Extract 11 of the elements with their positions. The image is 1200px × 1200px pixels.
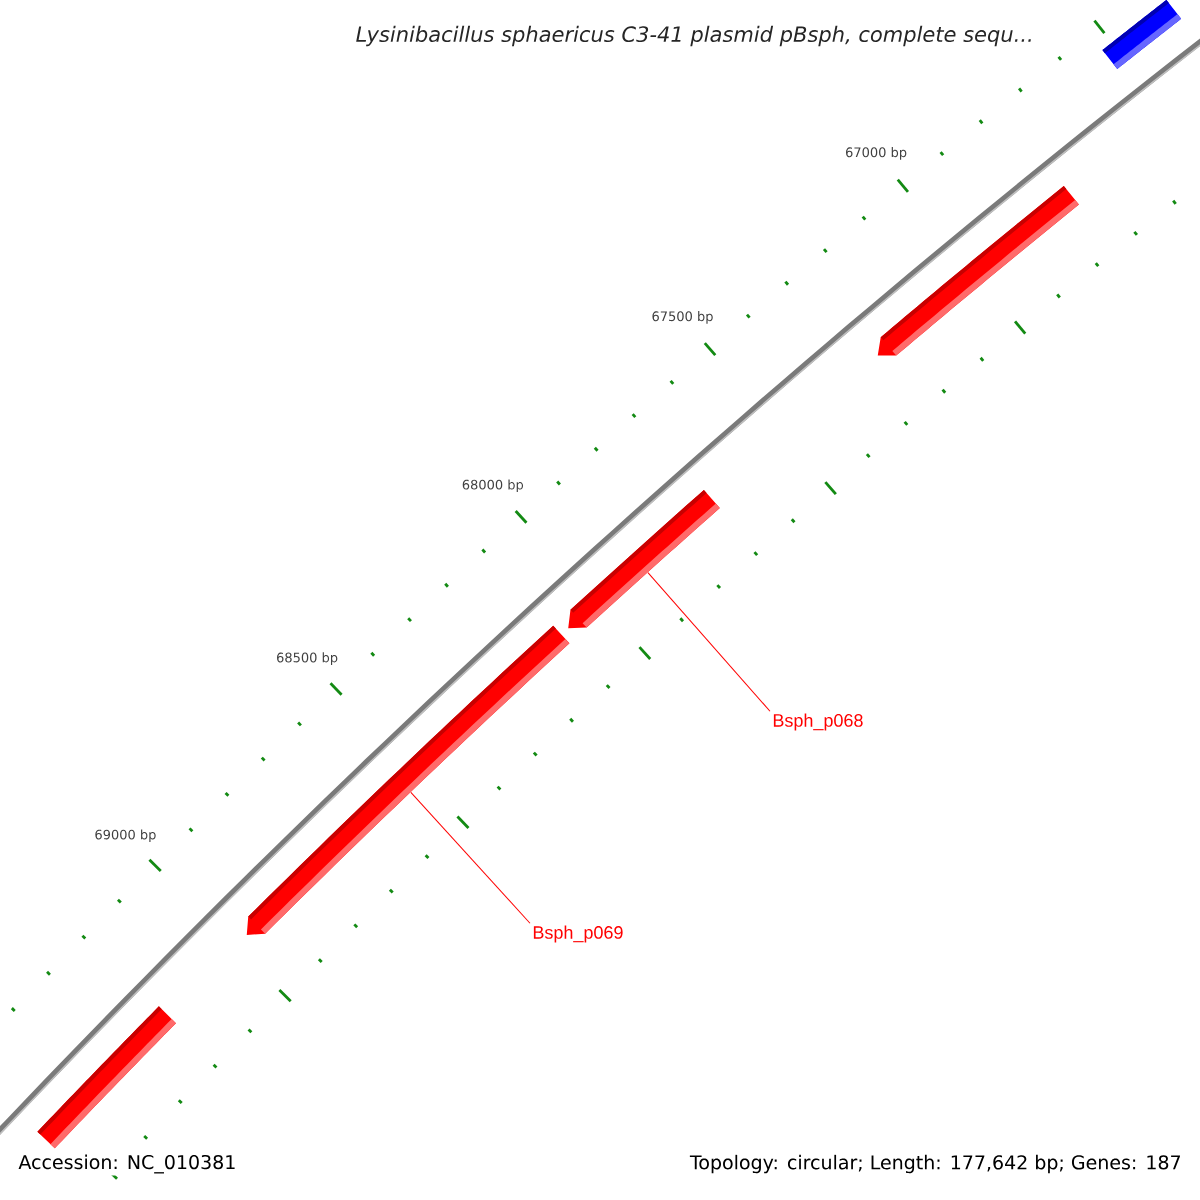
- summary-text: Topology: circular; Length: 177,642 bp; Genes: 187: [689, 1154, 1180, 1174]
- leader-line: [410, 791, 531, 924]
- gene-arrow: [877, 185, 1079, 356]
- gene-arrow: [37, 1006, 176, 1149]
- gene-label: Bsph_p068: [773, 713, 863, 731]
- gene-label: Bsph_p069: [533, 925, 623, 943]
- leader-line: [647, 572, 771, 712]
- gene-arrow: [568, 490, 720, 629]
- gene-arrow: [1102, 0, 1182, 69]
- title: Lysinibacillus sphaericus C3-41 plasmid pBsph, complete sequ...: [356, 25, 1031, 47]
- accession-text: Accession: NC_010381: [16, 1152, 239, 1176]
